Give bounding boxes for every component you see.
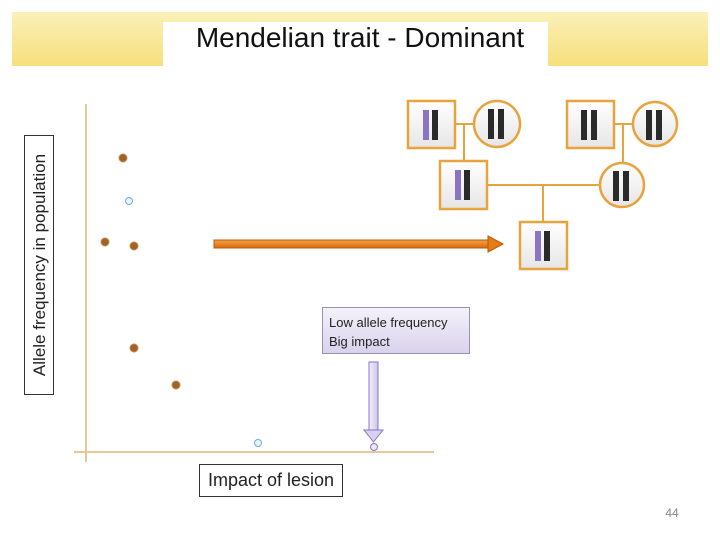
x-axis-label: Impact of lesion xyxy=(199,464,343,497)
filled-point xyxy=(171,380,181,390)
hollow-point xyxy=(125,197,133,205)
filled-point xyxy=(129,241,139,251)
callout-box: Low allele frequency Big impact xyxy=(322,307,470,354)
pedigree-child-male-affected xyxy=(438,159,489,211)
pedigree-male-unaffected xyxy=(565,99,616,150)
pedigree-female-unaffected xyxy=(631,100,679,148)
page-title: Mendelian trait - Dominant xyxy=(195,22,525,53)
y-axis-label: Allele frequency in population xyxy=(24,135,54,395)
filled-point xyxy=(118,153,128,163)
callout-line-1: Low allele frequency xyxy=(329,315,448,330)
trend-arrow xyxy=(213,235,505,253)
pedigree-lines xyxy=(455,123,633,222)
pedigree-child-female-unaffected xyxy=(598,161,646,209)
highlight-point xyxy=(370,443,378,451)
hollow-point xyxy=(254,439,262,447)
pedigree-female-unaffected xyxy=(472,99,522,149)
pedigree-male-affected xyxy=(406,99,457,150)
pedigree-grandchild-male-affected xyxy=(518,220,569,271)
filled-point xyxy=(129,343,139,353)
title-backdrop xyxy=(163,22,548,66)
callout-line-2: Big impact xyxy=(329,334,390,349)
filled-point xyxy=(100,237,110,247)
down-arrow xyxy=(362,361,385,443)
page-number: 44 xyxy=(665,506,679,520)
